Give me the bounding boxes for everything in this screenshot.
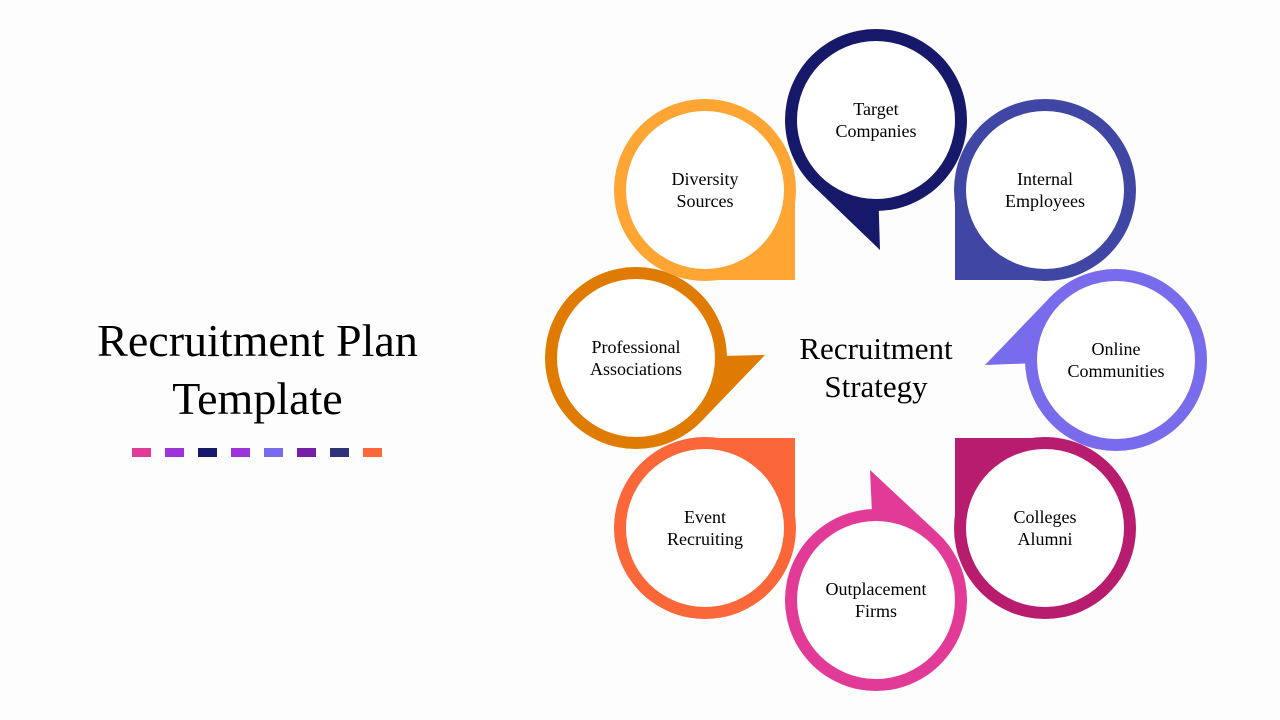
petal-diversity	[614, 99, 796, 281]
petal-label-line-1: Target	[853, 99, 899, 119]
center-label: Recruitment Strategy	[799, 330, 952, 406]
petal-label-line-1: Diversity	[671, 169, 739, 189]
dash-2	[198, 448, 217, 457]
petal-label-line-1: Event	[684, 507, 726, 527]
decorative-dashes	[132, 448, 382, 457]
petal-label-line-2: Recruiting	[667, 529, 743, 549]
dash-7	[363, 448, 382, 457]
petal-label-line-1: Online	[1091, 339, 1141, 359]
petal-target	[785, 29, 967, 250]
center-line-2: Strategy	[824, 369, 928, 404]
petal-label-line-2: Employees	[1005, 191, 1085, 211]
dash-1	[165, 448, 184, 457]
petal-label-line-1: Professional	[591, 337, 681, 357]
petal-label-line-2: Communities	[1067, 361, 1165, 381]
petal-event	[614, 437, 796, 619]
petal-colleges	[954, 437, 1136, 619]
petal-outplacement	[785, 470, 967, 691]
dash-5	[297, 448, 316, 457]
petal-internal	[954, 99, 1136, 281]
petal-label-line-2: Alumni	[1017, 529, 1073, 549]
dash-4	[264, 448, 283, 457]
petal-label-line-2: Sources	[676, 191, 734, 211]
center-line-1: Recruitment	[799, 331, 953, 366]
dash-0	[132, 448, 151, 457]
petal-label-line-2: Companies	[835, 121, 917, 141]
petal-label-line-2: Associations	[590, 359, 682, 379]
petal-professional	[545, 267, 765, 449]
title-line-1: Recruitment Plan	[97, 315, 418, 366]
slide-title: Recruitment Plan Template	[40, 312, 475, 428]
petal-label-line-1: Outplacement	[825, 579, 927, 599]
petal-label-line-1: Colleges	[1013, 507, 1077, 527]
dash-3	[231, 448, 250, 457]
petal-online	[985, 269, 1207, 451]
title-line-2: Template	[172, 373, 343, 424]
petal-label-line-2: Firms	[854, 601, 897, 621]
petal-label-line-1: Internal	[1017, 169, 1073, 189]
dash-6	[330, 448, 349, 457]
